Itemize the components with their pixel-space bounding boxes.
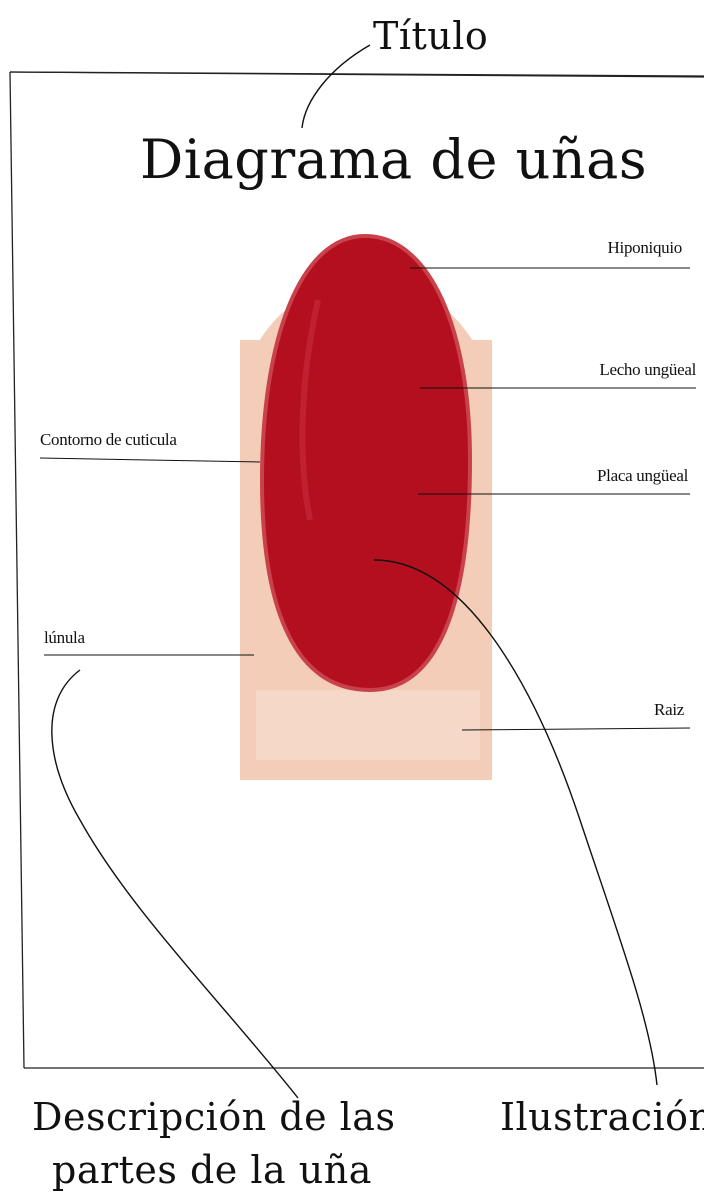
raiz-leader [462,728,690,730]
description-annotation-line2: partes de la uña [52,1148,372,1192]
title-annotation: Título [373,14,488,58]
label-hiponiquio: Hiponiquio [608,238,682,258]
label-contorno-cuticula: Contorno de cuticula [40,430,177,450]
illustration-annotation: Ilustración [500,1095,704,1139]
label-lunula: lúnula [44,628,85,648]
description-annotation-line1: Descripción de las [32,1095,395,1139]
finger-highlight [256,690,480,760]
label-placa-ungueal: Placa ungüeal [597,466,688,486]
contorno-leader [40,458,260,462]
poster-frame-left [10,72,24,1068]
label-lecho-ungueal: Lecho ungüeal [599,360,696,380]
poster-frame-top [10,72,704,77]
nail-plate [262,236,470,690]
label-raiz: Raiz [654,700,684,720]
poster-title: Diagrama de uñas [140,128,647,191]
title-callout-curve [302,45,370,128]
